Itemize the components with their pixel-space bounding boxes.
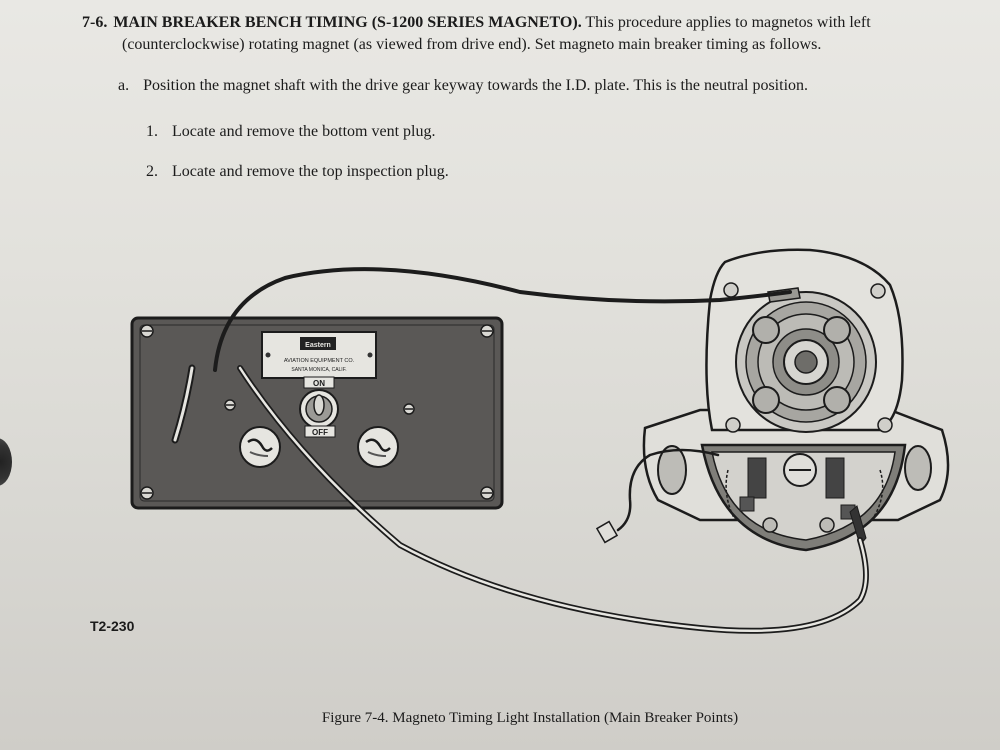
step-a-label: a. (118, 77, 130, 94)
figure-caption: Figure 7-4. Magneto Timing Light Install… (321, 710, 739, 726)
timing-light-leads (213, 267, 869, 634)
toggle-switch: ON OFF (299, 376, 339, 438)
step-1-text: Locate and remove the bottom vent plug. (172, 123, 436, 140)
box-corner-screws (140, 324, 494, 500)
step-2-text: Locate and remove the top inspection plu… (172, 163, 449, 180)
binder-hole (0, 438, 12, 486)
plate-line1: AVIATION EQUIPMENT CO. (284, 358, 355, 364)
step-a-text: Position the magnet shaft with the drive… (143, 77, 809, 94)
step-a: a. Position the magnet shaft with the dri… (118, 75, 808, 97)
step-1-label: 1. (146, 123, 158, 140)
indicator-lamp-right (357, 426, 399, 468)
step-1: 1. Locate and remove the bottom vent plug… (146, 121, 435, 143)
section-intro-line2: (counterclockwise) rotating magnet (as v… (122, 36, 822, 53)
timing-light-box: Eastern AVIATION EQUIPMENT CO. SANTA MON… (130, 316, 504, 510)
section-7-6-paragraph: 7-6. MAIN BREAKER BENCH TIMING (S-1200 SE… (82, 12, 982, 56)
indicator-lamp-left (239, 426, 281, 468)
magneto-unit (642, 248, 950, 552)
step-2: 2. Locate and remove the top inspection p… (146, 161, 449, 183)
switch-off-label: OFF (312, 428, 328, 437)
section-number: 7-6. (82, 14, 108, 31)
switch-on-label: ON (313, 379, 325, 388)
ground-clip (595, 520, 619, 544)
step-2-label: 2. (146, 163, 158, 180)
box-nameplate: Eastern AVIATION EQUIPMENT CO. SANTA MON… (261, 331, 377, 379)
section-intro-line1: This procedure applies to magnetos with … (585, 14, 871, 31)
plate-brand: Eastern (305, 342, 331, 349)
figure-code: T2-230 (90, 618, 135, 634)
section-title: MAIN BREAKER BENCH TIMING (S-1200 SERIES… (113, 14, 582, 31)
plate-line2: SANTA MONICA, CALIF. (291, 367, 346, 373)
